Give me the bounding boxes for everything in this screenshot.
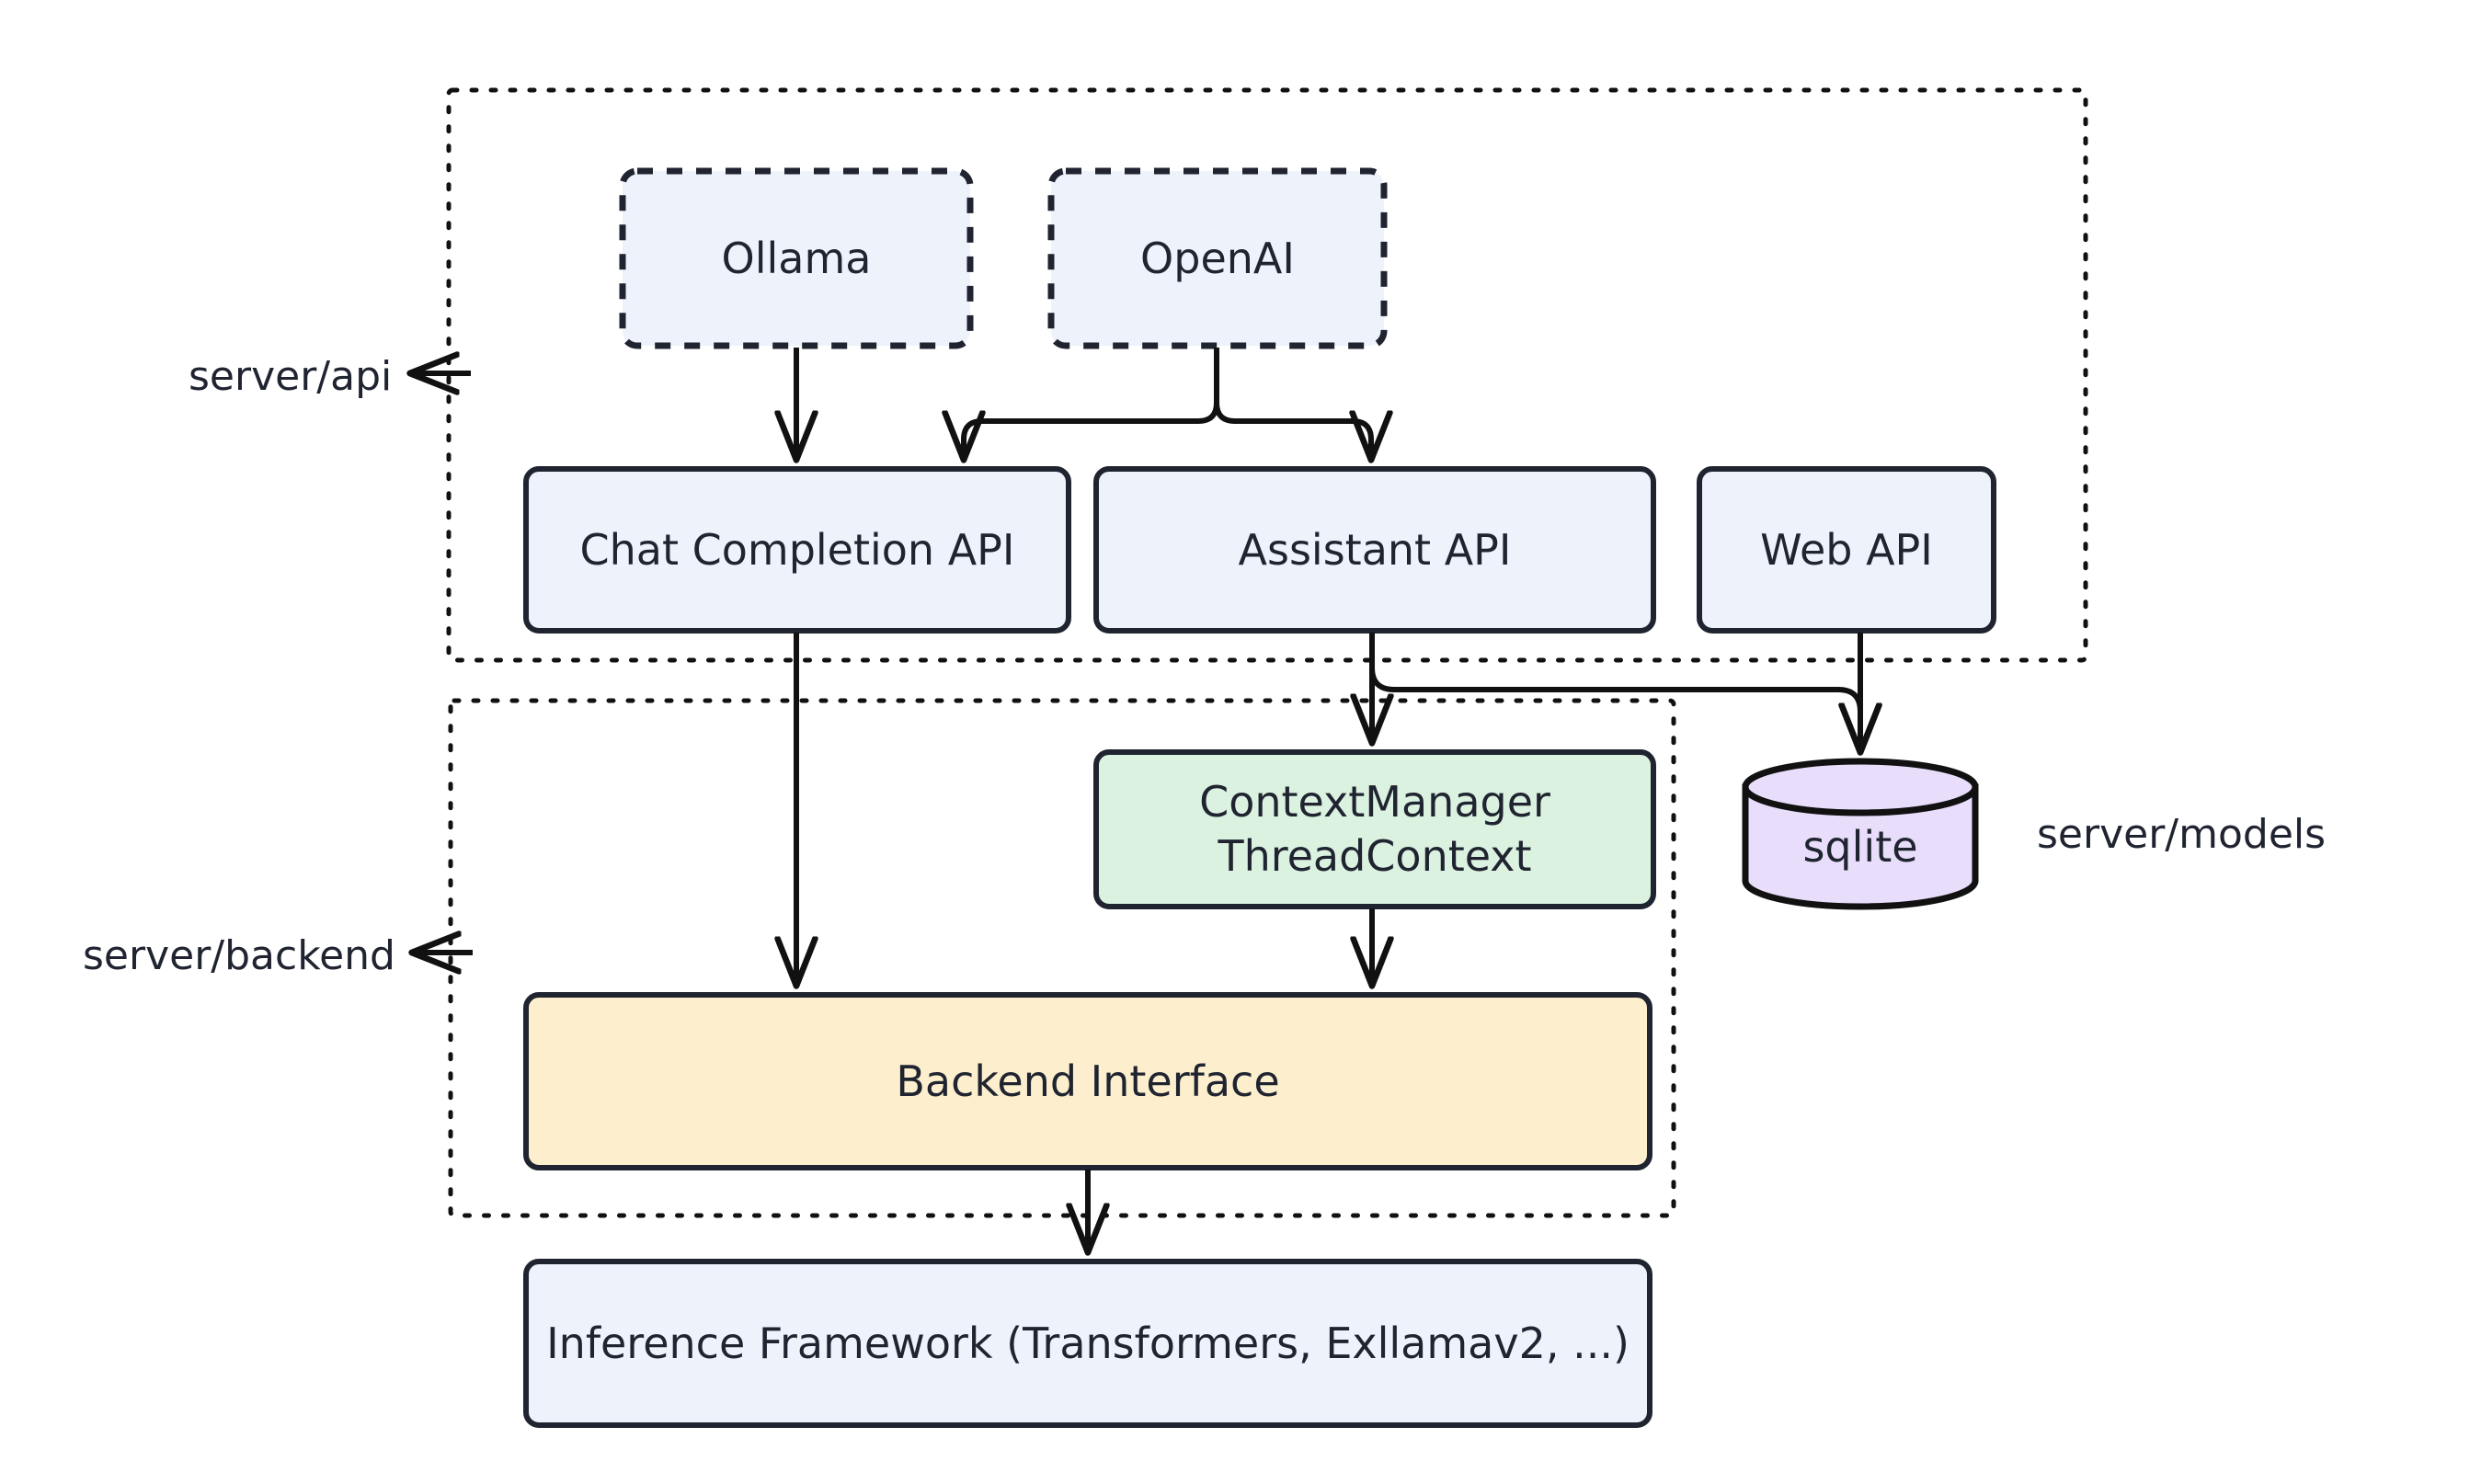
label-server-models: server/models [2037,811,2327,858]
edge-openai-to-assistant-api [1214,348,1371,458]
edge-openai-to-chat-completion-api [964,348,1219,458]
node-openai-shape [1047,167,1388,349]
node-chat-completion-api-shape [523,466,1071,634]
node-inference-framework[interactable] [523,1259,1652,1428]
edge-assistant-api-to-sqlite [1369,633,1860,750]
node-context-manager[interactable] [1093,749,1656,909]
node-sqlite-body [1742,783,1979,910]
group-label-server-backend: server/backend [83,932,395,979]
node-ollama-shape [619,167,974,349]
node-assistant-api-shape [1093,466,1656,634]
node-chat-completion-api[interactable] [523,466,1071,634]
node-openai[interactable] [1047,167,1388,349]
node-backend-interface[interactable] [523,992,1652,1170]
node-sqlite[interactable] [1742,758,1979,910]
node-assistant-api[interactable] [1093,466,1656,634]
node-sqlite-top [1742,758,1979,816]
node-web-api[interactable] [1697,466,1996,634]
node-web-api-shape [1697,466,1996,634]
node-backend-interface-shape [523,992,1652,1170]
node-inference-framework-shape [523,1259,1652,1428]
node-ollama[interactable] [619,167,974,349]
node-context-manager-shape [1093,749,1656,909]
group-label-server-api: server/api [189,353,393,400]
